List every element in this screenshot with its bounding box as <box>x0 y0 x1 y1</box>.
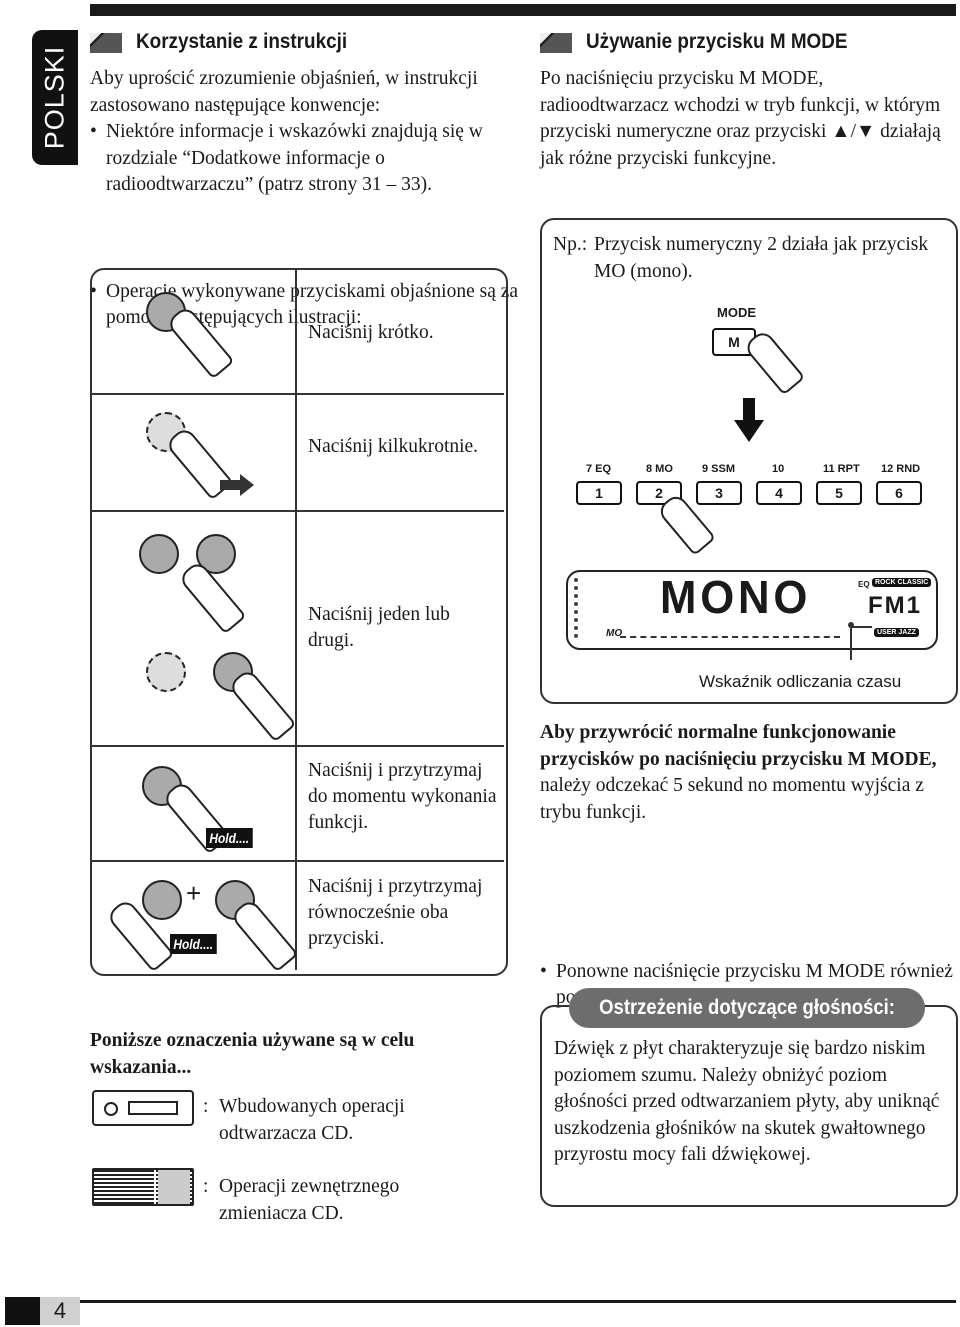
cd-changer-icon <box>92 1168 194 1206</box>
bottom-rule <box>40 1300 956 1303</box>
key-label: 11 RPT <box>823 463 860 475</box>
illustration-label-press-either: Naciśnij jeden lub drugi. <box>308 604 450 651</box>
left-heading: Korzystanie z instrukcji <box>136 30 348 53</box>
key-label: 10 <box>772 463 785 475</box>
down-arrow-icon <box>734 398 764 442</box>
number-key-1: 1 <box>576 481 622 505</box>
language-tab-label: POLSKI <box>39 45 70 150</box>
callout-line <box>850 626 852 660</box>
illustration-label-press-hold-both: Naciśnij i przytrzymaj równocześnie oba … <box>308 876 483 949</box>
number-key-3: 3 <box>696 481 742 505</box>
row-divider <box>92 860 504 862</box>
illustrations-divider <box>295 270 297 970</box>
level-meter <box>574 578 588 638</box>
left-intro: Aby uprościć zrozumienie objaśnień, w in… <box>90 68 478 116</box>
key-label: 8 MO <box>646 463 673 475</box>
button-icon <box>139 534 179 574</box>
right-heading: Używanie przycisku M MODE <box>586 30 848 53</box>
illustration-label-press-repeatedly: Naciśnij kilkukrotnie. <box>308 436 479 457</box>
illustration-label-press-hold: Naciśnij i przytrzymaj do momentu wykona… <box>308 760 497 833</box>
cd-player-icon <box>92 1090 194 1126</box>
display-presets-bottom: USER JAZZ <box>874 628 919 637</box>
left-bullet-1: Niektóre informacje i wskazówki znajdują… <box>90 119 526 199</box>
button-icon <box>142 880 182 920</box>
lcd-display <box>566 570 938 650</box>
display-eq-tag: EQ <box>858 580 870 589</box>
display-presets-top: ROCK CLASSIC <box>872 578 932 587</box>
language-tab <box>32 30 78 165</box>
warning-title: Ostrzeżenie dotyczące głośności: <box>599 996 895 1019</box>
section-marker-icon <box>540 33 572 53</box>
page-number: 4 <box>40 1297 80 1325</box>
hold-tag: Hold.... <box>206 828 253 848</box>
restore-bold: Aby przywrócić normalne funkcjonowanie p… <box>540 722 937 770</box>
marks-sep: : <box>203 1096 209 1117</box>
marks-item-text: Wbudowanych operacji odtwarzacza CD. <box>219 1096 405 1144</box>
display-main-text: MONO <box>660 571 812 623</box>
display-band: FM1 <box>868 592 922 619</box>
row-divider <box>92 510 504 512</box>
display-mo-indicator: MO <box>606 628 623 639</box>
key-label: 12 RND <box>881 463 921 475</box>
warning-text: Dźwięk z płyt charakteryzuje się bardzo … <box>554 1038 940 1165</box>
restore-paragraph: Aby przywrócić normalne funkcjonowanie p… <box>540 720 950 826</box>
marks-heading: Poniższe oznaczenia używane są w celu ws… <box>90 1030 415 1078</box>
hold-tag: Hold.... <box>170 934 217 954</box>
warning-title-pill: Ostrzeżenie dotyczące głośności: <box>569 988 925 1028</box>
mode-label: MODE <box>717 305 756 320</box>
top-rule <box>90 4 956 16</box>
illustration-label-press: Naciśnij krótko. <box>308 322 434 343</box>
plus-sign: + <box>186 878 202 908</box>
example-text: Przycisk numeryczny 2 działa jak przycis… <box>594 234 929 282</box>
key-label: 9 SSM <box>702 463 736 475</box>
row-divider <box>92 393 504 395</box>
countdown-caption: Wskaźnik odliczania czasu <box>699 672 902 691</box>
section-marker-icon <box>90 33 122 53</box>
callout-dot <box>848 622 854 628</box>
callout-line <box>850 626 872 628</box>
button-icon <box>146 652 186 692</box>
marks-item-text: Operacji zewnętrznego zmieniacza CD. <box>219 1176 400 1224</box>
key-label: 7 EQ <box>586 463 612 475</box>
illustrations-box <box>90 268 508 976</box>
example-box <box>540 218 958 704</box>
number-key-6: 6 <box>876 481 922 505</box>
number-key-4: 4 <box>756 481 802 505</box>
example-prefix: Np.: <box>553 234 588 255</box>
countdown-segments <box>620 636 840 638</box>
row-divider <box>92 745 504 747</box>
restore-rest: należy odczekać 5 sekund no momentu wyjś… <box>540 775 924 823</box>
repeat-arrow-icon <box>220 474 254 496</box>
right-intro: Po naciśnięciu przycisku M MODE, radiood… <box>540 68 941 169</box>
marks-sep: : <box>203 1176 209 1197</box>
number-key-5: 5 <box>816 481 862 505</box>
